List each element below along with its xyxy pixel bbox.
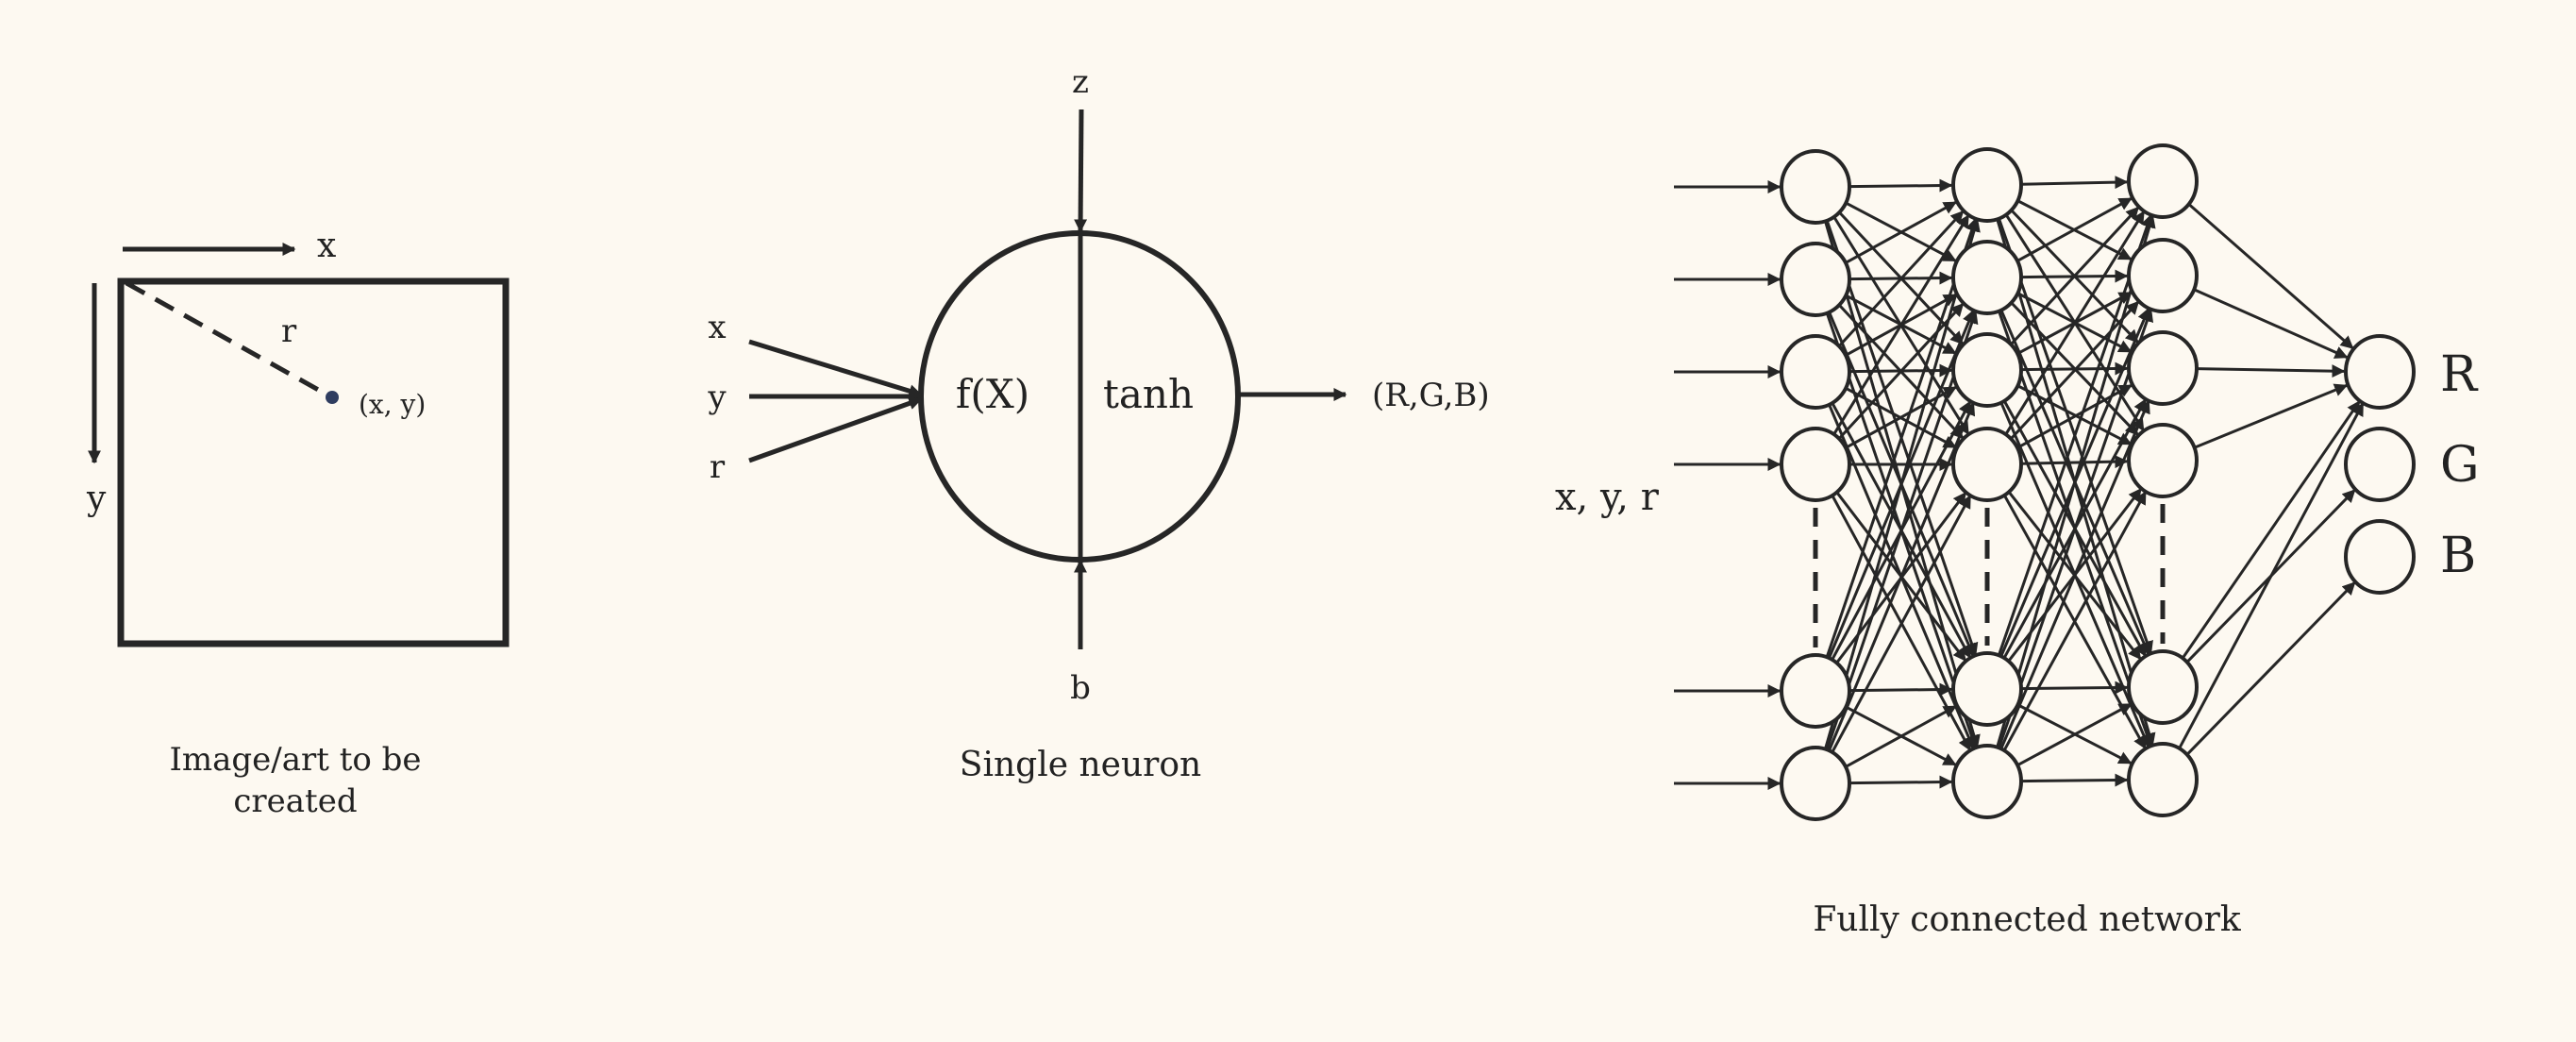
x-axis-label: x: [317, 227, 336, 265]
radius-label: r: [281, 312, 297, 350]
connection-out-r-4: [2193, 383, 2349, 449]
layer2-neuron-3: [1951, 332, 2023, 408]
input-r-arrow: [748, 396, 923, 463]
radius-line: [125, 280, 332, 399]
output-b-label: B: [2440, 528, 2476, 584]
neuron-output-label: (R,G,B): [1372, 377, 1490, 414]
connection-l1-6-3: [1827, 401, 1976, 753]
input-z-arrow: [1074, 109, 1088, 233]
output-neuron-r: [2344, 334, 2416, 410]
layer1-neuron-3: [1780, 334, 1851, 410]
neuron-caption: Single neuron: [960, 746, 1201, 784]
layer2-neuron-2: [1951, 240, 2023, 315]
layer2-neuron-4: [1951, 427, 2023, 502]
connection-out-r-2: [2193, 288, 2349, 359]
layer2-neuron-5: [1951, 651, 2023, 727]
connection-l2-3-4: [2016, 384, 2133, 445]
connection-l1-6-4: [1830, 495, 1972, 755]
pixel-point-label: (x, y): [359, 389, 426, 420]
connection-out-r-1: [2187, 202, 2354, 350]
connection-l2-6-6: [2020, 773, 2129, 787]
network-inputs-label: x, y, r: [1555, 476, 1660, 519]
connection-l2-6-2: [1997, 308, 2154, 750]
layer3-neuron-4: [2127, 423, 2199, 498]
connection-l1-6-5: [1844, 704, 1957, 768]
connection-l2-4-2: [2009, 300, 2140, 441]
network-connections: [1674, 176, 2365, 790]
connection-l1-3-1: [1837, 210, 1965, 348]
y-axis-label: y: [86, 479, 107, 518]
layer2-neuron-1: [1951, 147, 2023, 223]
connection-l2-5-1: [1997, 213, 2154, 658]
layer2-neuron-6: [1951, 744, 2023, 819]
connection-l2-4-1: [2003, 210, 2146, 437]
network-panel: x, y, r R G B Fully connected network: [1555, 143, 2480, 939]
connection-l1-6-2: [1825, 310, 1979, 752]
connection-l1-2-1: [1844, 200, 1957, 264]
connection-l2-4-4: [2020, 455, 2129, 469]
output-r-label: R: [2440, 346, 2479, 403]
connection-l1-5-1: [1825, 217, 1979, 660]
layer3-neuron-5: [2127, 649, 2199, 725]
output-g-label: G: [2440, 437, 2480, 494]
connection-l2-6-3: [1999, 399, 2150, 751]
layer3-neuron-1: [2127, 143, 2199, 219]
image-caption-line1: Image/art to be: [169, 741, 421, 779]
output-neuron-g: [2344, 427, 2416, 502]
connection-l2-2-1: [2016, 196, 2133, 263]
connection-l2-3-1: [2009, 206, 2140, 346]
neuron-activation-label: tanh: [1103, 371, 1194, 417]
connection-l1-6-1: [1823, 218, 1981, 751]
image-canvas-frame: [117, 277, 510, 647]
layer3-neuron-6: [2127, 742, 2199, 817]
connection-l1-4-1: [1832, 214, 1970, 437]
layer1-neuron-1: [1780, 149, 1851, 225]
input-b-label: b: [1070, 669, 1091, 707]
network-nodes: [1780, 143, 2416, 821]
layer1-neuron-5: [1780, 653, 1851, 729]
input-x-arrow: [748, 339, 923, 397]
layer1-neuron-6: [1780, 746, 1851, 821]
image-panel: x y r (x, y) Image/art to be created: [86, 227, 510, 820]
input-r-label: r: [710, 448, 726, 486]
connection-out-g: [2185, 489, 2356, 664]
connection-out-r-5: [2181, 400, 2361, 661]
network-caption: Fully connected network: [1813, 900, 2242, 939]
connection-out-b: [2185, 581, 2356, 757]
connection-l2-6-4: [2001, 491, 2148, 753]
connection-out-r-3: [2196, 364, 2346, 378]
input-y-label: y: [707, 378, 727, 416]
layer1-neuron-4: [1780, 427, 1851, 502]
connection-l1-1-1: [1848, 178, 1953, 193]
input-z-label: z: [1072, 63, 1089, 101]
pixel-point: [326, 391, 339, 404]
neuron-panel: f(X) tanh x y r z b (R,G,B) Single neuro…: [707, 63, 1489, 784]
connection-l2-6-5: [2016, 702, 2133, 767]
image-caption-line2: created: [233, 782, 357, 820]
connection-l2-1-1: [2020, 176, 2129, 190]
output-neuron-b: [2344, 519, 2416, 595]
layer1-neuron-2: [1780, 242, 1851, 317]
neuron-function-label: f(X): [956, 371, 1029, 417]
layer3-neuron-2: [2127, 238, 2199, 313]
input-x-label: x: [708, 309, 726, 346]
connection-l2-6-1: [1995, 214, 2156, 749]
layer3-neuron-3: [2127, 330, 2199, 406]
connection-l1-4-2: [1837, 302, 1965, 441]
